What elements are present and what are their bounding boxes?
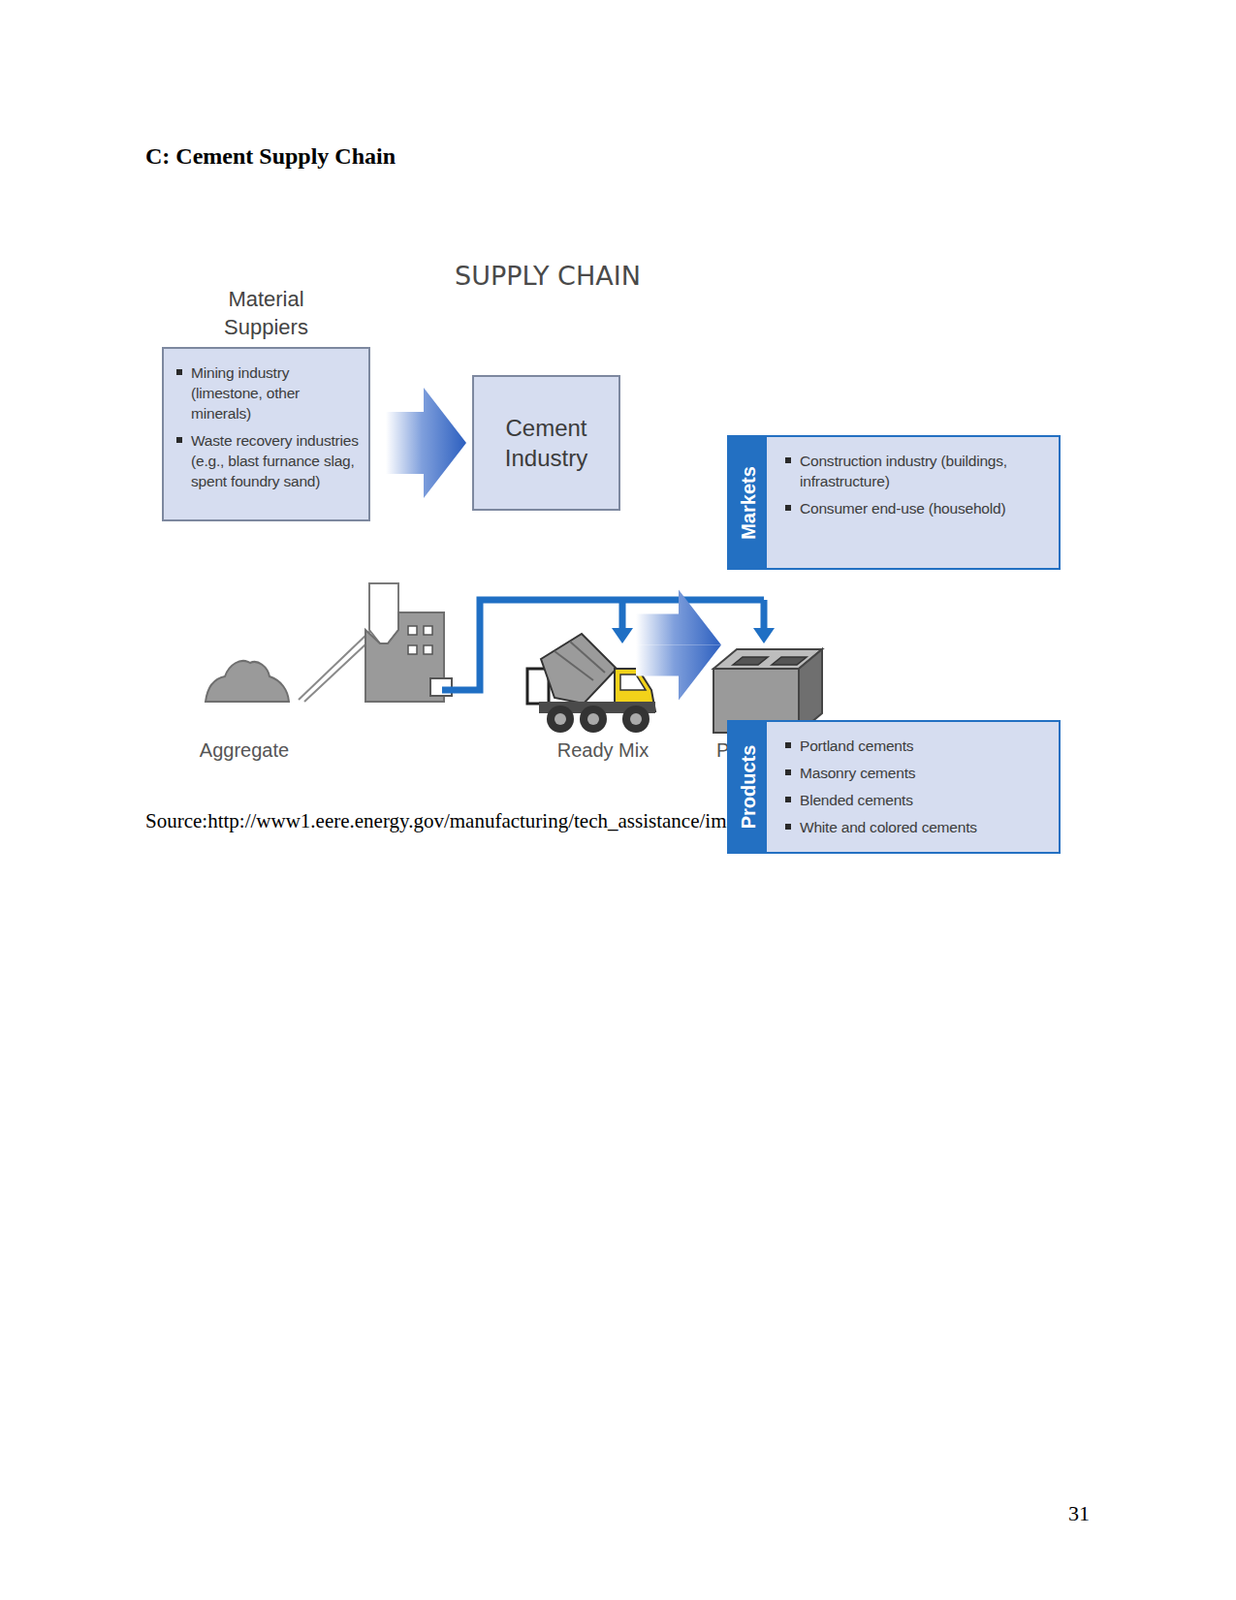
factory-window (423, 645, 433, 655)
aggregate-pile (205, 661, 289, 702)
flow-arrow (635, 645, 722, 701)
page-number: 31 (1027, 1500, 1090, 1528)
supplier-group: Material SuppiersMining industry (limest… (161, 285, 371, 522)
supplier-box: Mining industry (limestone, other minera… (161, 347, 371, 522)
illustration-label: Ready Mix (525, 738, 681, 763)
band-label: Markets (736, 466, 760, 540)
factory-window (408, 626, 417, 635)
factory-window (423, 626, 433, 635)
flow-arrow (635, 590, 722, 646)
bullet-item: Construction industry (buildings, infras… (782, 450, 1049, 492)
box-heading: Material Suppiers (203, 285, 330, 342)
market-box: Markets Construction industry (buildings,… (727, 435, 1061, 571)
bullet-item: Consumer end-use (household) (782, 498, 1049, 519)
market-box: Products Portland cementsMasonry cementsB… (727, 720, 1061, 855)
side-band: Markets (728, 437, 767, 569)
band-label: Products (736, 745, 760, 830)
box-label: Cement Industry (481, 412, 611, 474)
bullet-item: Blended cements (782, 790, 1049, 811)
bullet-item: White and colored cements (782, 817, 1049, 838)
side-band: Products (728, 722, 767, 853)
bullet-item: Masonry cements (782, 762, 1049, 784)
factory-window (408, 645, 417, 655)
illustration-label: Aggregate (157, 738, 332, 763)
flow-arrow (385, 387, 467, 499)
diagram-title: SUPPLY CHAIN (402, 259, 694, 293)
bullet-item: Mining industry (limestone, other minera… (173, 362, 361, 424)
bullet-item: Waste recovery industries (e.g., blast f… (173, 430, 361, 492)
bullet-item: Portland cements (782, 735, 1049, 757)
process-box: Cement Industry (472, 375, 621, 511)
page-heading: C: Cement Supply Chain (145, 143, 396, 170)
